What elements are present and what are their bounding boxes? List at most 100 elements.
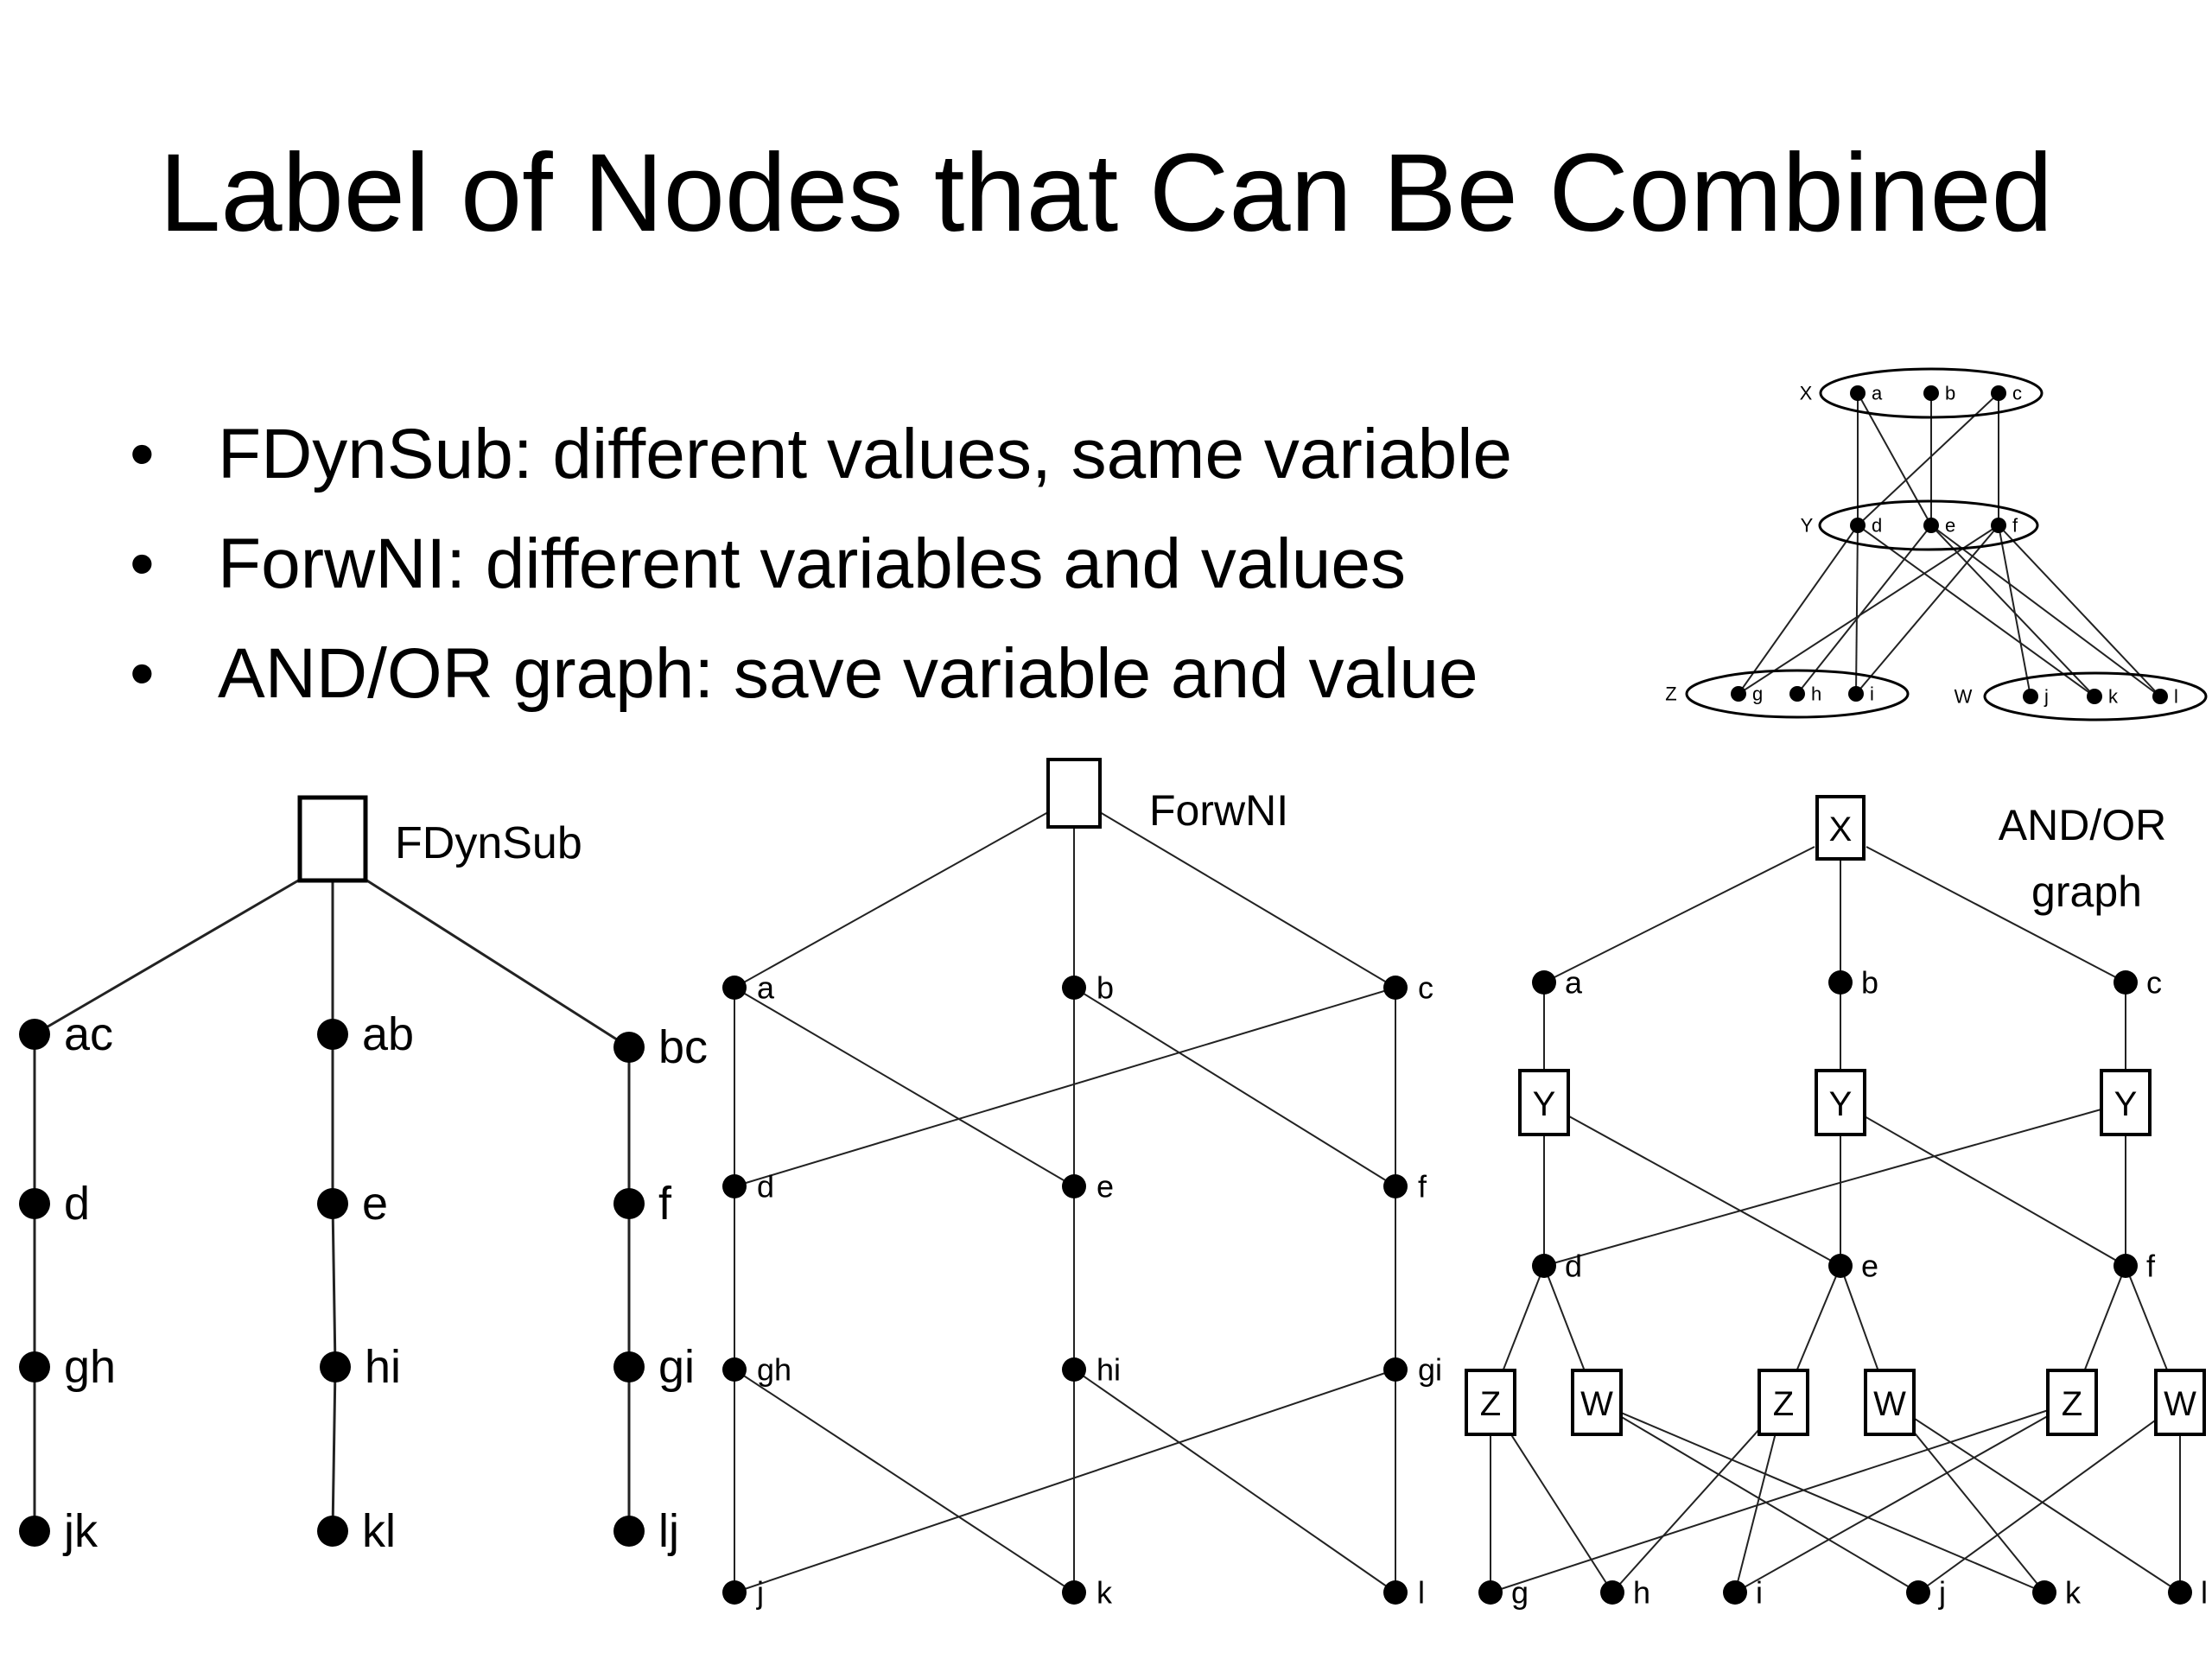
andor-edge bbox=[1490, 1402, 2073, 1593]
andor-or-node-y bbox=[2100, 1069, 2152, 1136]
forwni-node-a bbox=[722, 976, 747, 1000]
andor-or-node-label: W bbox=[2164, 1385, 2196, 1423]
constraint-edge bbox=[1855, 524, 1999, 695]
fdynsub-node-label: ab bbox=[362, 1008, 414, 1060]
fdynsub-node-label: f bbox=[658, 1178, 672, 1230]
constraint-edge bbox=[1857, 392, 1999, 526]
constraint-node-label: c bbox=[2012, 383, 2022, 404]
fdynsub-label: FDynSub bbox=[395, 818, 582, 868]
slide-title: Label of Nodes that Can Be Combined bbox=[159, 131, 2053, 255]
andor-edge bbox=[1734, 1402, 2073, 1593]
fdynsub-node-gi bbox=[613, 1351, 645, 1382]
constraint-node-label: j bbox=[2044, 686, 2049, 708]
forwni-node-label: j bbox=[756, 1575, 764, 1611]
variable-domain-ellipse bbox=[1819, 367, 2044, 419]
fdynsub-node-kl bbox=[317, 1516, 348, 1547]
andor-and-node-k bbox=[2032, 1580, 2056, 1605]
forwni-edge bbox=[734, 1369, 1396, 1593]
forwni-edge bbox=[734, 987, 1396, 1187]
constraint-node-f bbox=[1991, 518, 2006, 533]
andor-or-node-w bbox=[2154, 1369, 2206, 1436]
andor-and-node-label: g bbox=[1511, 1575, 1529, 1611]
andor-and-node-c bbox=[2113, 970, 2138, 995]
constraint-edge bbox=[1738, 524, 1999, 695]
constraint-node-k bbox=[2087, 689, 2102, 704]
fdynsub-edge bbox=[331, 1203, 337, 1368]
bullet-list: FDynSub: different values, same variable… bbox=[130, 399, 1512, 728]
andor-label: AND/OR bbox=[1999, 801, 2166, 849]
andor-and-node-h bbox=[1600, 1580, 1624, 1605]
constraint-node-c bbox=[1991, 385, 2006, 401]
fdynsub-node-ac bbox=[19, 1019, 50, 1050]
forwni-node-label: d bbox=[757, 1169, 774, 1205]
forwni-node-k bbox=[1062, 1580, 1086, 1605]
andor-and-node-i bbox=[1723, 1580, 1747, 1605]
andor-label: graph bbox=[2031, 868, 2142, 916]
andor-edge bbox=[1889, 1402, 2181, 1593]
constraint-edge bbox=[1930, 524, 2161, 697]
andor-or-node-w bbox=[1571, 1369, 1623, 1436]
fdynsub-node-label: hi bbox=[365, 1341, 401, 1393]
fdynsub-node-bc bbox=[613, 1032, 645, 1063]
forwni-node-c bbox=[1383, 976, 1408, 1000]
forwni-node-label: e bbox=[1096, 1169, 1114, 1205]
andor-edge bbox=[1543, 1102, 2126, 1267]
fdynsub-node-e bbox=[317, 1188, 348, 1219]
fdynsub-node-lj bbox=[613, 1516, 645, 1547]
forwni-edge bbox=[1073, 987, 1396, 1187]
andor-edge bbox=[1611, 1402, 1784, 1593]
andor-and-node-label: c bbox=[2146, 965, 2162, 1001]
forwni-node-gi bbox=[1383, 1357, 1408, 1382]
andor-and-node-label: d bbox=[1565, 1249, 1582, 1284]
andor-and-node-label: k bbox=[2065, 1575, 2082, 1611]
fdynsub-node-d bbox=[19, 1188, 50, 1219]
andor-or-node-label: Z bbox=[1480, 1385, 1501, 1423]
andor-or-node-label: Y bbox=[2114, 1085, 2138, 1123]
variable-label: Z bbox=[1665, 683, 1676, 705]
forwni-edge bbox=[734, 811, 1049, 988]
bullet-andor: AND/OR graph: save variable and value bbox=[130, 619, 1512, 728]
constraint-node-e bbox=[1923, 518, 1939, 533]
forwni-node-e bbox=[1062, 1174, 1086, 1198]
andor-and-node-f bbox=[2113, 1254, 2138, 1278]
forwni-node-j bbox=[722, 1580, 747, 1605]
fdynsub-node-label: e bbox=[362, 1178, 388, 1230]
andor-and-node-e bbox=[1828, 1254, 1853, 1278]
constraint-node-d bbox=[1850, 518, 1866, 533]
fdynsub-node-label: gh bbox=[64, 1341, 116, 1393]
forwni-node-gh bbox=[722, 1357, 747, 1382]
andor-and-node-g bbox=[1478, 1580, 1503, 1605]
andor-edge bbox=[1866, 846, 2126, 983]
andor-and-node-label: f bbox=[2146, 1249, 2156, 1284]
andor-or-node-label: W bbox=[1580, 1385, 1613, 1423]
andor-edge bbox=[1543, 846, 1815, 983]
andor-and-node-label: l bbox=[2201, 1575, 2208, 1611]
variable-label: W bbox=[1955, 686, 1973, 708]
forwni-node-label: hi bbox=[1096, 1352, 1121, 1388]
andor-edge bbox=[1596, 1402, 1919, 1593]
variable-domain-ellipse bbox=[1818, 499, 2039, 551]
fdynsub-node-gh bbox=[19, 1351, 50, 1382]
fdynsub-edge bbox=[365, 878, 630, 1049]
forwni-node-f bbox=[1383, 1174, 1408, 1198]
constraint-node-label: g bbox=[1752, 683, 1763, 705]
forwni-node-label: a bbox=[757, 970, 775, 1006]
constraint-node-a bbox=[1850, 385, 1866, 401]
fdynsub-node-f bbox=[613, 1188, 645, 1219]
fdynsub-edge bbox=[331, 1366, 337, 1532]
andor-or-node-y bbox=[1518, 1069, 1570, 1136]
fdynsub-node-label: bc bbox=[658, 1021, 708, 1073]
constraint-node-i bbox=[1848, 686, 1864, 702]
andor-or-node-z bbox=[2046, 1369, 2098, 1436]
andor-and-node-label: h bbox=[1633, 1575, 1650, 1611]
constraint-edge bbox=[1796, 524, 1932, 695]
bullet-forwni: ForwNI: different variables and values bbox=[130, 509, 1512, 619]
andor-and-node-label: a bbox=[1565, 965, 1583, 1001]
constraint-edge bbox=[1857, 392, 1932, 526]
forwni-root-box bbox=[1046, 758, 1102, 829]
andor-edge bbox=[1840, 1102, 2126, 1267]
